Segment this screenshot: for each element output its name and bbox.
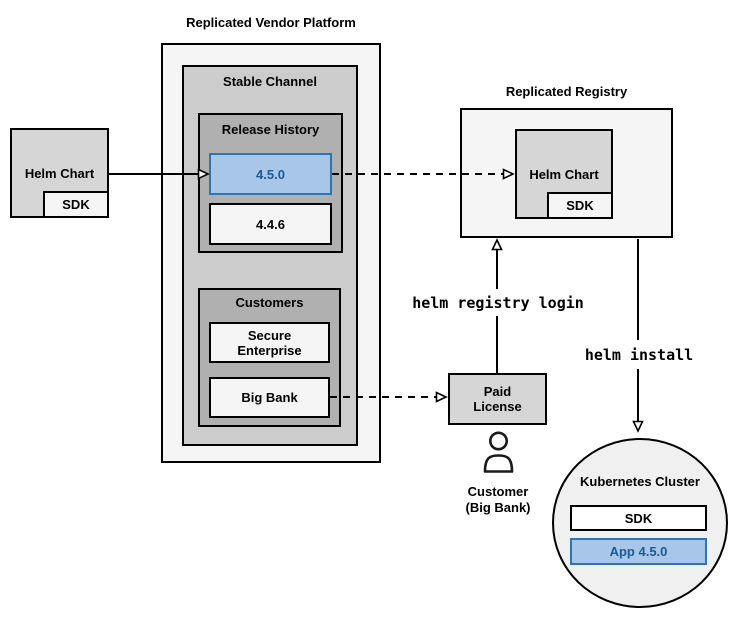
arrow-registry-to-cluster [632, 239, 644, 433]
registry-title: Replicated Registry [505, 84, 628, 99]
release-item-4-5-0: 4.5.0 [209, 153, 332, 195]
release-item-4-4-6: 4.4.6 [209, 203, 332, 245]
source-sdk-box: SDK [43, 191, 109, 218]
paid-license-box: Paid License [448, 373, 547, 425]
command-helm-install: helm install [584, 346, 694, 364]
command-helm-registry-login: helm registry login [412, 294, 584, 312]
customer-caption-line2: (Big Bank) [465, 500, 531, 515]
cluster-sdk-box: SDK [570, 505, 707, 531]
cluster-app-box: App 4.5.0 [570, 538, 707, 565]
customer-item-label: Secure Enterprise [237, 327, 302, 358]
vendor-platform-title: Replicated Vendor Platform [186, 15, 356, 30]
person-icon [483, 431, 514, 473]
customers-label: Customers [235, 295, 304, 310]
customer-item-big-bank: Big Bank [209, 377, 330, 418]
stable-channel-label: Stable Channel [223, 74, 317, 89]
customer-caption-line1: Customer [467, 484, 529, 499]
cluster-title: Kubernetes Cluster [580, 474, 700, 489]
registry-sdk-box: SDK [547, 192, 613, 219]
customer-item-secure-enterprise: Secure Enterprise [209, 322, 330, 363]
customer-caption: Customer (Big Bank) [448, 484, 548, 516]
release-history-label: Release History [221, 122, 320, 137]
paid-license-label: Paid License [473, 384, 522, 414]
